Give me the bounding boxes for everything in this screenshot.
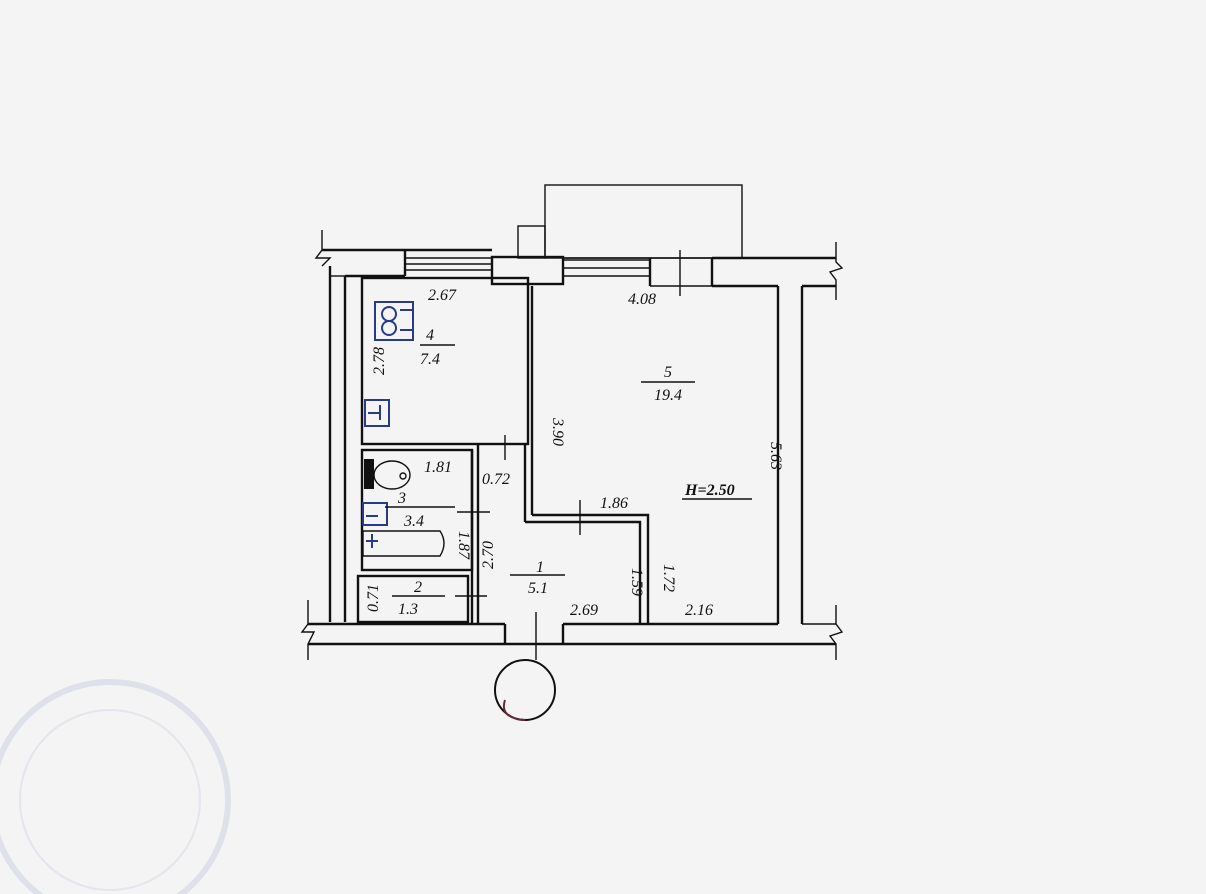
svg-text:2.69: 2.69 — [570, 602, 598, 619]
svg-text:3: 3 — [397, 490, 406, 507]
room-1-label: 1 5.1 — [510, 559, 565, 597]
svg-text:3.4: 3.4 — [403, 513, 424, 530]
svg-text:5.1: 5.1 — [528, 580, 548, 597]
svg-text:2.78: 2.78 — [371, 347, 388, 375]
svg-text:1.3: 1.3 — [398, 601, 418, 618]
svg-text:0.71: 0.71 — [365, 584, 382, 612]
interior-walls — [356, 276, 650, 624]
svg-text:2.70: 2.70 — [480, 541, 497, 569]
svg-text:1.72: 1.72 — [660, 564, 677, 592]
room-2-label: 2 1.3 — [392, 579, 445, 618]
svg-text:1.87: 1.87 — [455, 531, 472, 560]
svg-text:7.4: 7.4 — [420, 351, 440, 368]
stamp-inner — [19, 709, 201, 891]
svg-text:5.63: 5.63 — [767, 442, 784, 470]
dimension-labels: 2.67 2.78 4.08 3.90 5.63 H=2.50 1.86 1.8… — [365, 287, 784, 619]
svg-text:19.4: 19.4 — [654, 387, 682, 404]
svg-text:H=2.50: H=2.50 — [684, 482, 735, 499]
room-4-label: 4 7.4 — [420, 327, 455, 368]
svg-text:1.59: 1.59 — [628, 568, 645, 596]
room-3-label: 3 3.4 — [385, 490, 455, 530]
svg-text:4: 4 — [426, 327, 434, 344]
outer-walls — [300, 230, 844, 660]
svg-text:1.86: 1.86 — [600, 495, 628, 512]
svg-text:2.16: 2.16 — [685, 602, 713, 619]
sink-icon-bath — [362, 502, 388, 526]
svg-text:1: 1 — [536, 559, 544, 576]
svg-text:1.81: 1.81 — [424, 459, 452, 476]
toilet-icon — [364, 459, 411, 490]
bathtub-icon — [362, 530, 445, 557]
svg-text:5: 5 — [664, 364, 672, 381]
svg-text:4.08: 4.08 — [628, 291, 656, 308]
svg-text:3.90: 3.90 — [549, 417, 566, 446]
stamp — [0, 679, 231, 894]
balcony — [517, 184, 743, 259]
sink-icon — [364, 399, 390, 427]
svg-text:0.72: 0.72 — [482, 471, 510, 488]
room-5-label: 5 19.4 — [641, 364, 695, 404]
svg-text:2.67: 2.67 — [428, 287, 457, 304]
stove-icon — [374, 301, 414, 341]
svg-text:2: 2 — [414, 579, 422, 596]
